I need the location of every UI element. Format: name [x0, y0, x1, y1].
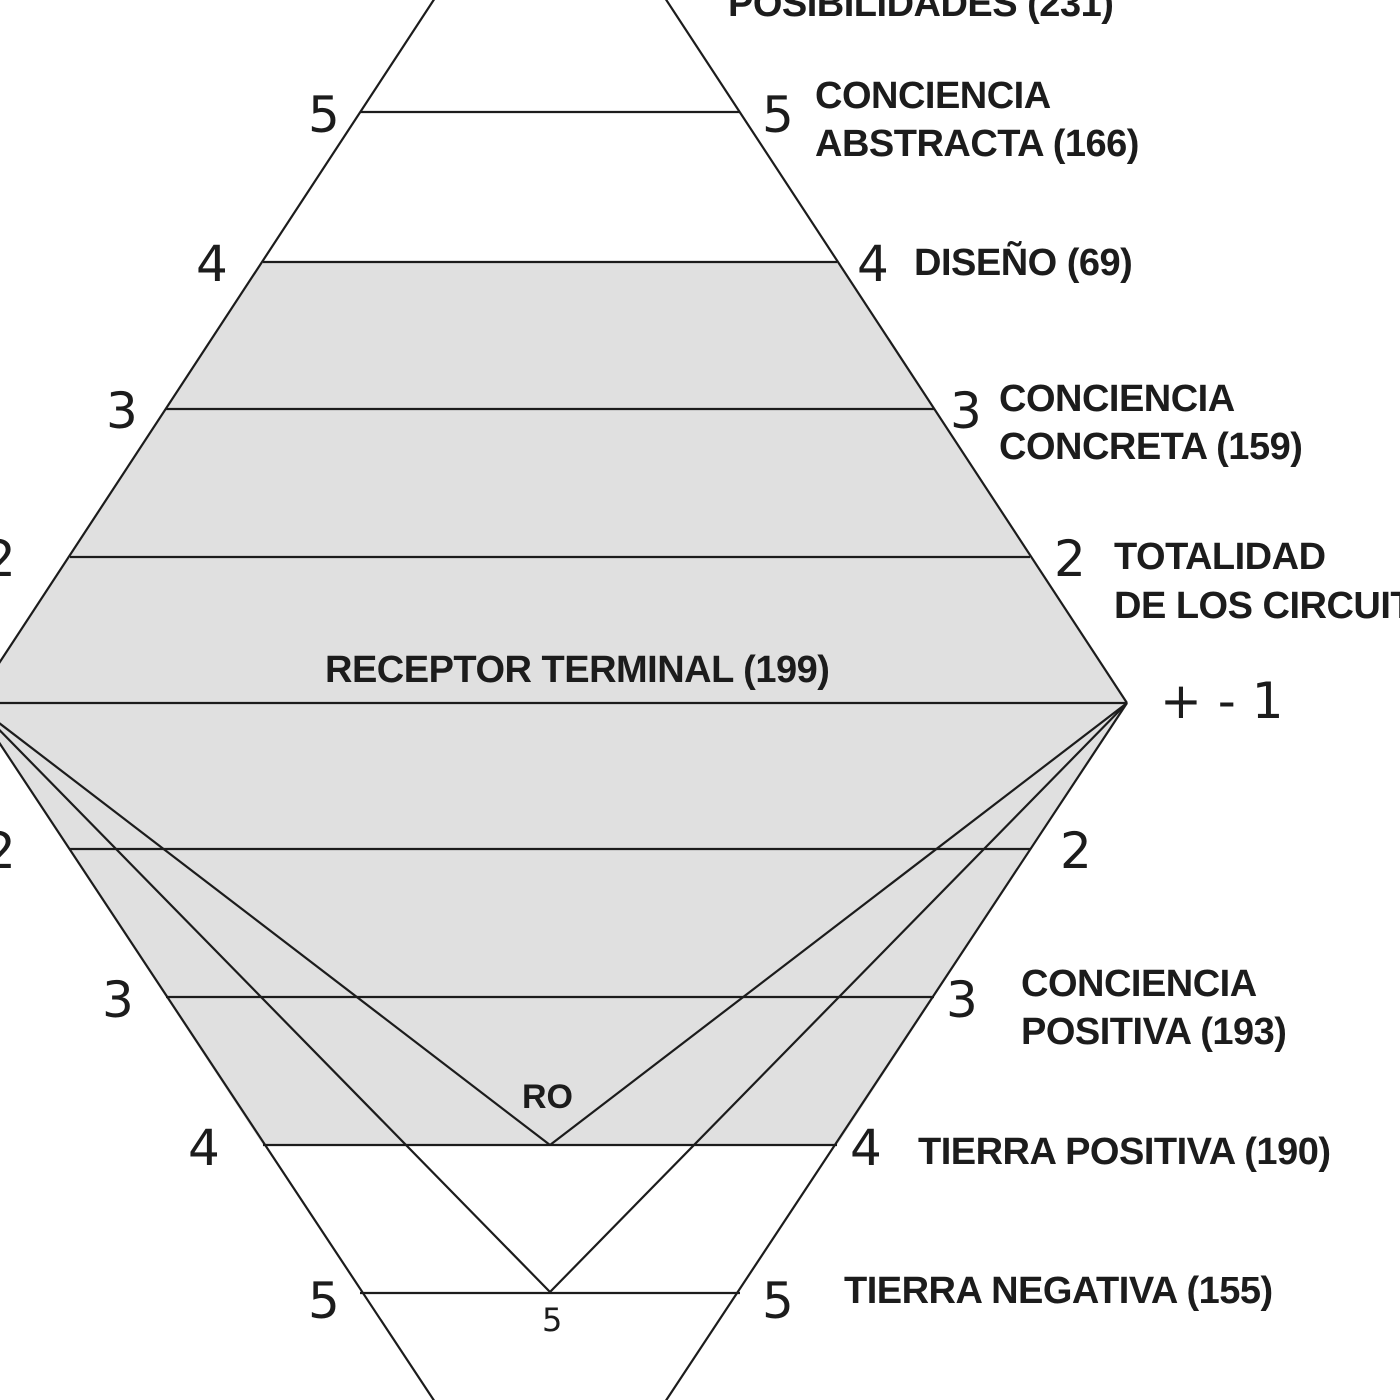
label-totalidad-2: DE LOS CIRCUITOS: [1114, 585, 1400, 627]
left-num-lower-2: 2: [0, 822, 16, 880]
level-lines: [0, 110, 1127, 1295]
v-line-ro-right: [549, 702, 1128, 1146]
label-conciencia-positiva-2: POSITIVA (193): [1021, 1011, 1286, 1053]
label-tierra-positiva: TIERRA POSITIVA (190): [918, 1131, 1331, 1173]
label-totalidad-1: TOTALIDAD: [1114, 536, 1326, 578]
v-line-bottom-left: [0, 728, 551, 1293]
left-num-lower-3: 3: [102, 971, 134, 1029]
label-conciencia-concreta-1: CONCIENCIA: [999, 378, 1235, 420]
label-conciencia-positiva-1: CONCIENCIA: [1021, 963, 1257, 1005]
right-num-upper-4: 4: [857, 235, 889, 293]
right-num-lower-5: 5: [762, 1272, 794, 1330]
right-num-lower-2: 2: [1060, 822, 1092, 880]
top-label: POSIBILIDADES (231): [728, 0, 1113, 25]
left-num-upper-3: 3: [106, 382, 138, 440]
left-num-upper-2: 2: [0, 530, 16, 588]
label-conciencia-abstracta-1: CONCIENCIA: [815, 75, 1051, 117]
right-num-center: + - 1: [1160, 672, 1284, 730]
left-num-lower-4: 4: [188, 1119, 220, 1177]
label-conciencia-concreta-2: CONCRETA (159): [999, 426, 1302, 468]
left-num-upper-4: 4: [196, 235, 228, 293]
hexagon-outline: [0, 0, 1128, 1400]
bottom-small-num: 5: [542, 1301, 562, 1339]
right-num-upper-2: 2: [1054, 530, 1086, 588]
inner-v-lines: [0, 702, 1128, 1293]
v-line-ro-left: [0, 722, 551, 1146]
left-num-upper-5: 5: [308, 86, 340, 144]
right-num-upper-3: 3: [950, 382, 982, 440]
label-conciencia-abstracta-2: ABSTRACTA (166): [815, 123, 1139, 165]
right-num-lower-3: 3: [946, 971, 978, 1029]
left-num-lower-5: 5: [308, 1272, 340, 1330]
label-ro: RO: [522, 1078, 573, 1116]
right-num-lower-4: 4: [850, 1119, 882, 1177]
label-tierra-negativa: TIERRA NEGATIVA (155): [844, 1270, 1273, 1312]
label-diseno: DISEÑO (69): [914, 240, 1132, 284]
v-line-bottom-right: [549, 702, 1128, 1293]
label-receptor-terminal: RECEPTOR TERMINAL (199): [325, 649, 829, 691]
right-num-upper-5: 5: [762, 86, 794, 144]
